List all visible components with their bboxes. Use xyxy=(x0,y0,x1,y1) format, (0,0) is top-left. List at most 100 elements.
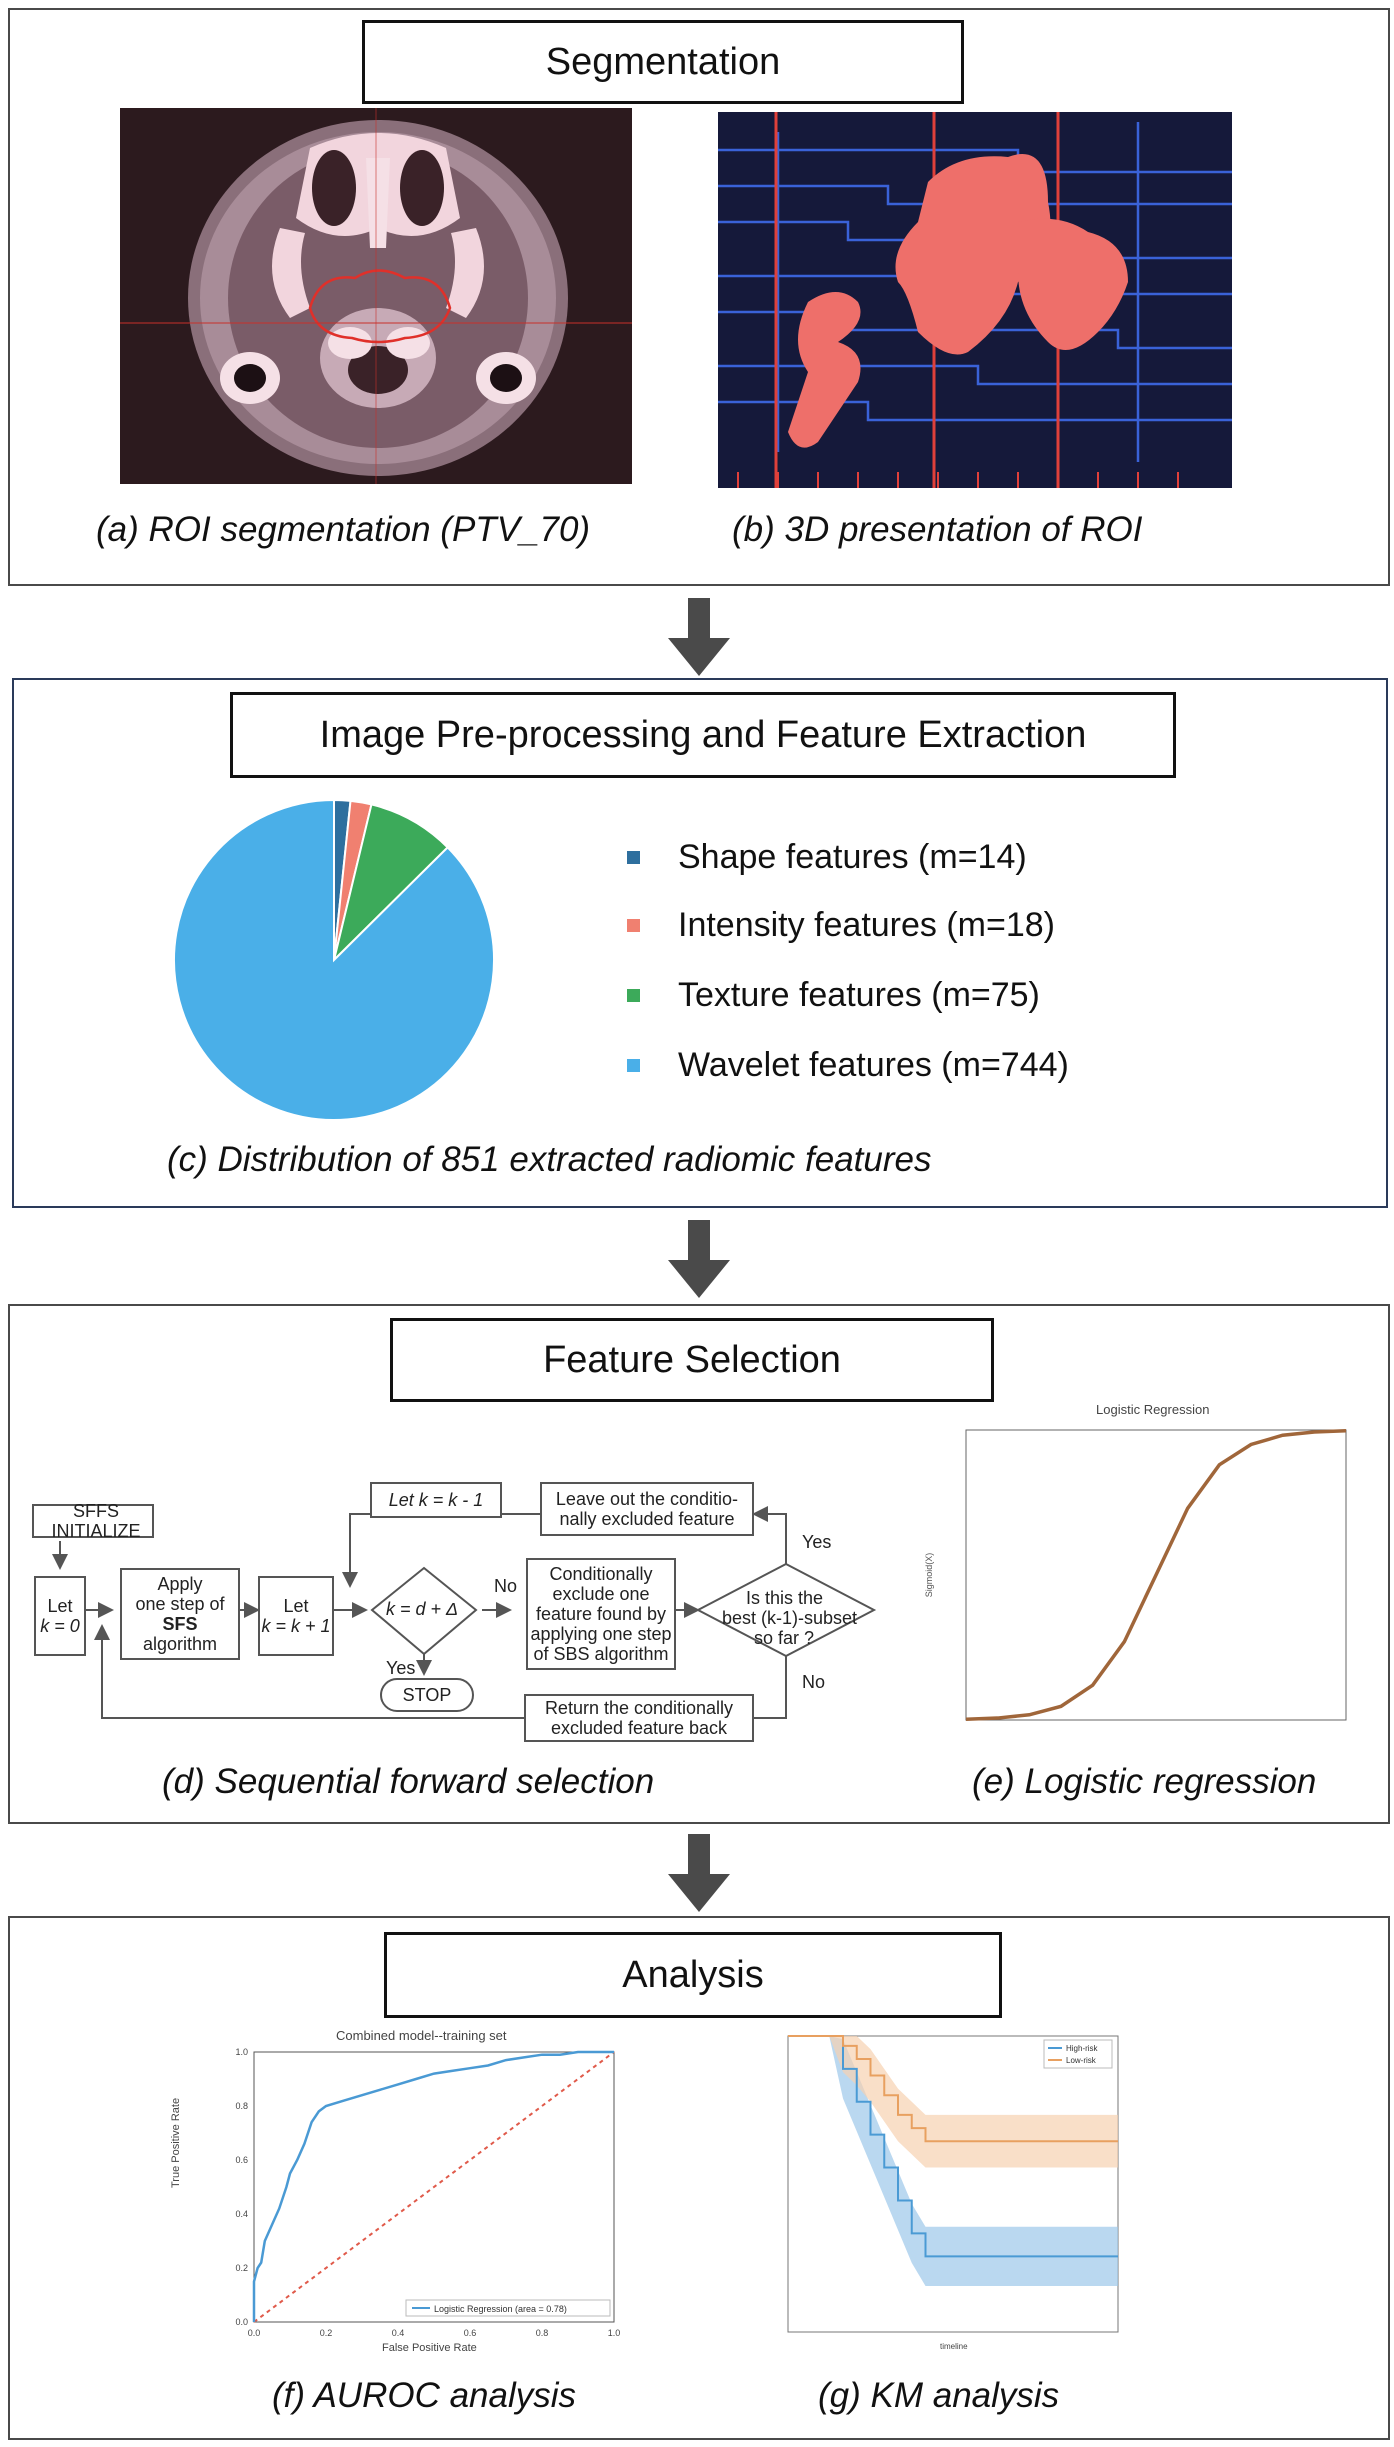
let-k-plus-box: Let k = k + 1 xyxy=(258,1576,334,1656)
return-line2: excluded feature back xyxy=(550,1718,728,1738)
preprocessing-panel: Image Pre-processing and Feature Extract… xyxy=(12,678,1388,1208)
roc-curve-chart: 0.00.00.20.20.40.40.60.60.80.81.01.0Logi… xyxy=(235,2047,621,2338)
feature-distribution-pie-chart xyxy=(173,798,495,1121)
roc-xtick: 0.0 xyxy=(248,2328,261,2338)
logistic-ylabel: Sigmoid(X) xyxy=(924,1553,934,1598)
roc-xtick: 0.6 xyxy=(464,2328,477,2338)
caption-b: (b) 3D presentation of ROI xyxy=(732,510,1143,549)
best-line1: Is this the xyxy=(746,1588,824,1608)
segmentation-panel: Segmentation xyxy=(8,8,1390,586)
sffs-initialize-box: SFFS INITIALIZE xyxy=(32,1501,154,1541)
roc-xtick: 0.4 xyxy=(392,2328,405,2338)
down-arrow-icon xyxy=(668,598,730,676)
km-legend-label-0: High-risk xyxy=(1066,2044,1099,2053)
feature-selection-title: Feature Selection xyxy=(390,1318,994,1402)
decision-label: k = d + Δ xyxy=(386,1599,459,1619)
legend-label-texture: Texture features (m=75) xyxy=(678,976,1040,1014)
stop-box: STOP xyxy=(380,1678,474,1712)
roc-xtick: 1.0 xyxy=(608,2328,621,2338)
legend-swatch-shape xyxy=(627,851,640,864)
roc-legend-label: Logistic Regression (area = 0.78) xyxy=(434,2304,567,2314)
leave-line1: Leave out the conditio- xyxy=(555,1489,739,1509)
caption-e: (e) Logistic regression xyxy=(972,1762,1317,1801)
legend-swatch-wavelet xyxy=(627,1059,640,1072)
pie-slice-2 xyxy=(332,803,450,964)
roc-axes xyxy=(253,2051,615,2323)
apply-line1: Apply xyxy=(157,1574,203,1594)
roi-3d-image xyxy=(718,112,1232,488)
caption-f: (f) AUROC analysis xyxy=(272,2376,577,2415)
legend-label-wavelet: Wavelet features (m=744) xyxy=(678,1046,1069,1084)
legend-item-texture: Texture features (m=75) xyxy=(627,976,1040,1015)
roc-legend xyxy=(405,2299,611,2317)
km-band-0 xyxy=(788,2036,1118,2286)
leave-out-box: Leave out the conditio- nally excluded f… xyxy=(540,1482,754,1536)
legend-item-shape: Shape features (m=14) xyxy=(627,838,1027,877)
caption-g: (g) KM analysis xyxy=(818,2376,1060,2415)
let-k0-box: Let k = 0 xyxy=(34,1576,86,1656)
let-k0-line2: k = 0 xyxy=(40,1616,80,1636)
conditionally-exclude-box: Conditionally exclude one feature found … xyxy=(526,1558,676,1670)
stop-label: STOP xyxy=(402,1685,452,1705)
pie-slice-3 xyxy=(173,798,495,1121)
sigmoid-line xyxy=(965,1428,1347,1722)
let-k-minus-box: Let k = k - 1 xyxy=(370,1482,502,1518)
roc-ytick: 0.2 xyxy=(235,2263,248,2273)
let-k1-line1: Let xyxy=(283,1596,309,1616)
roc-ytick: 0.6 xyxy=(235,2155,248,2165)
cond-line4: applying one step xyxy=(530,1624,672,1644)
roc-curve-line xyxy=(252,2050,614,2322)
legend-item-intensity: Intensity features (m=18) xyxy=(627,906,1055,945)
roc-ytick: 0.4 xyxy=(235,2209,248,2219)
roc-chance-line xyxy=(253,2051,615,2323)
roc-ylabel: True Positive Rate xyxy=(170,2097,182,2188)
logistic-regression-chart: Sigmoid(X) xyxy=(924,1428,1347,1722)
best-yes-label: Yes xyxy=(802,1532,832,1552)
let-k1-line2: k = k + 1 xyxy=(261,1616,331,1636)
logistic-title: Logistic Regression xyxy=(1096,1402,1210,1417)
roc-ytick: 1.0 xyxy=(235,2047,248,2057)
leave-line2: nally excluded feature xyxy=(559,1509,735,1529)
best-no-label: No xyxy=(802,1672,826,1692)
ct-scan-image xyxy=(120,108,632,484)
logistic-axes xyxy=(965,1429,1347,1721)
analysis-title: Analysis xyxy=(384,1932,1002,2018)
apply-line4: algorithm xyxy=(142,1634,218,1654)
let-k0-line1: Let xyxy=(47,1596,73,1616)
decision-yes-label: Yes xyxy=(386,1658,416,1678)
roc-title: Combined model--training set xyxy=(336,2028,507,2043)
caption-a: (a) ROI segmentation (PTV_70) xyxy=(96,510,591,549)
legend-item-wavelet: Wavelet features (m=744) xyxy=(627,1046,1069,1085)
km-legend-label-1: Low-risk xyxy=(1066,2056,1097,2065)
legend-label-shape: Shape features (m=14) xyxy=(678,838,1027,876)
legend-label-intensity: Intensity features (m=18) xyxy=(678,906,1056,944)
km-line-0 xyxy=(788,2035,1118,2258)
roc-ytick: 0.8 xyxy=(235,2101,248,2111)
km-line-1 xyxy=(788,2035,1118,2143)
cond-line2: exclude one xyxy=(552,1584,650,1604)
down-arrow-icon xyxy=(668,1834,730,1912)
cond-line1: Conditionally xyxy=(549,1564,653,1584)
preprocessing-title: Image Pre-processing and Feature Extract… xyxy=(230,692,1176,778)
cond-line5: of SBS algorithm xyxy=(533,1644,669,1664)
caption-c: (c) Distribution of 851 extracted radiom… xyxy=(167,1140,932,1179)
apply-line3: SFS xyxy=(162,1614,198,1634)
apply-line2: one step of xyxy=(135,1594,225,1614)
feature-selection-panel: Feature Selection SFFS INITIALIZE Let xyxy=(8,1304,1390,1824)
return-back-box: Return the conditionally excluded featur… xyxy=(524,1694,754,1742)
roc-xlabel: False Positive Rate xyxy=(382,2342,477,2354)
apply-sfs-box: Apply one step of SFS algorithm xyxy=(120,1568,240,1660)
return-line1: Return the conditionally xyxy=(544,1698,734,1718)
roc-xtick: 0.8 xyxy=(536,2328,549,2338)
roc-xtick: 0.2 xyxy=(320,2328,333,2338)
legend-swatch-texture xyxy=(627,989,640,1002)
km-axes xyxy=(787,2035,1119,2333)
sffs-flowchart-lines xyxy=(52,1506,877,1719)
decision-no-label: No xyxy=(494,1576,518,1596)
km-xlabel: timeline xyxy=(940,2342,968,2351)
cond-line3: feature found by xyxy=(535,1604,667,1624)
segmentation-title: Segmentation xyxy=(362,20,964,104)
legend-swatch-intensity xyxy=(627,919,640,932)
sffs-initialize-label: SFFS INITIALIZE xyxy=(51,1501,141,1541)
